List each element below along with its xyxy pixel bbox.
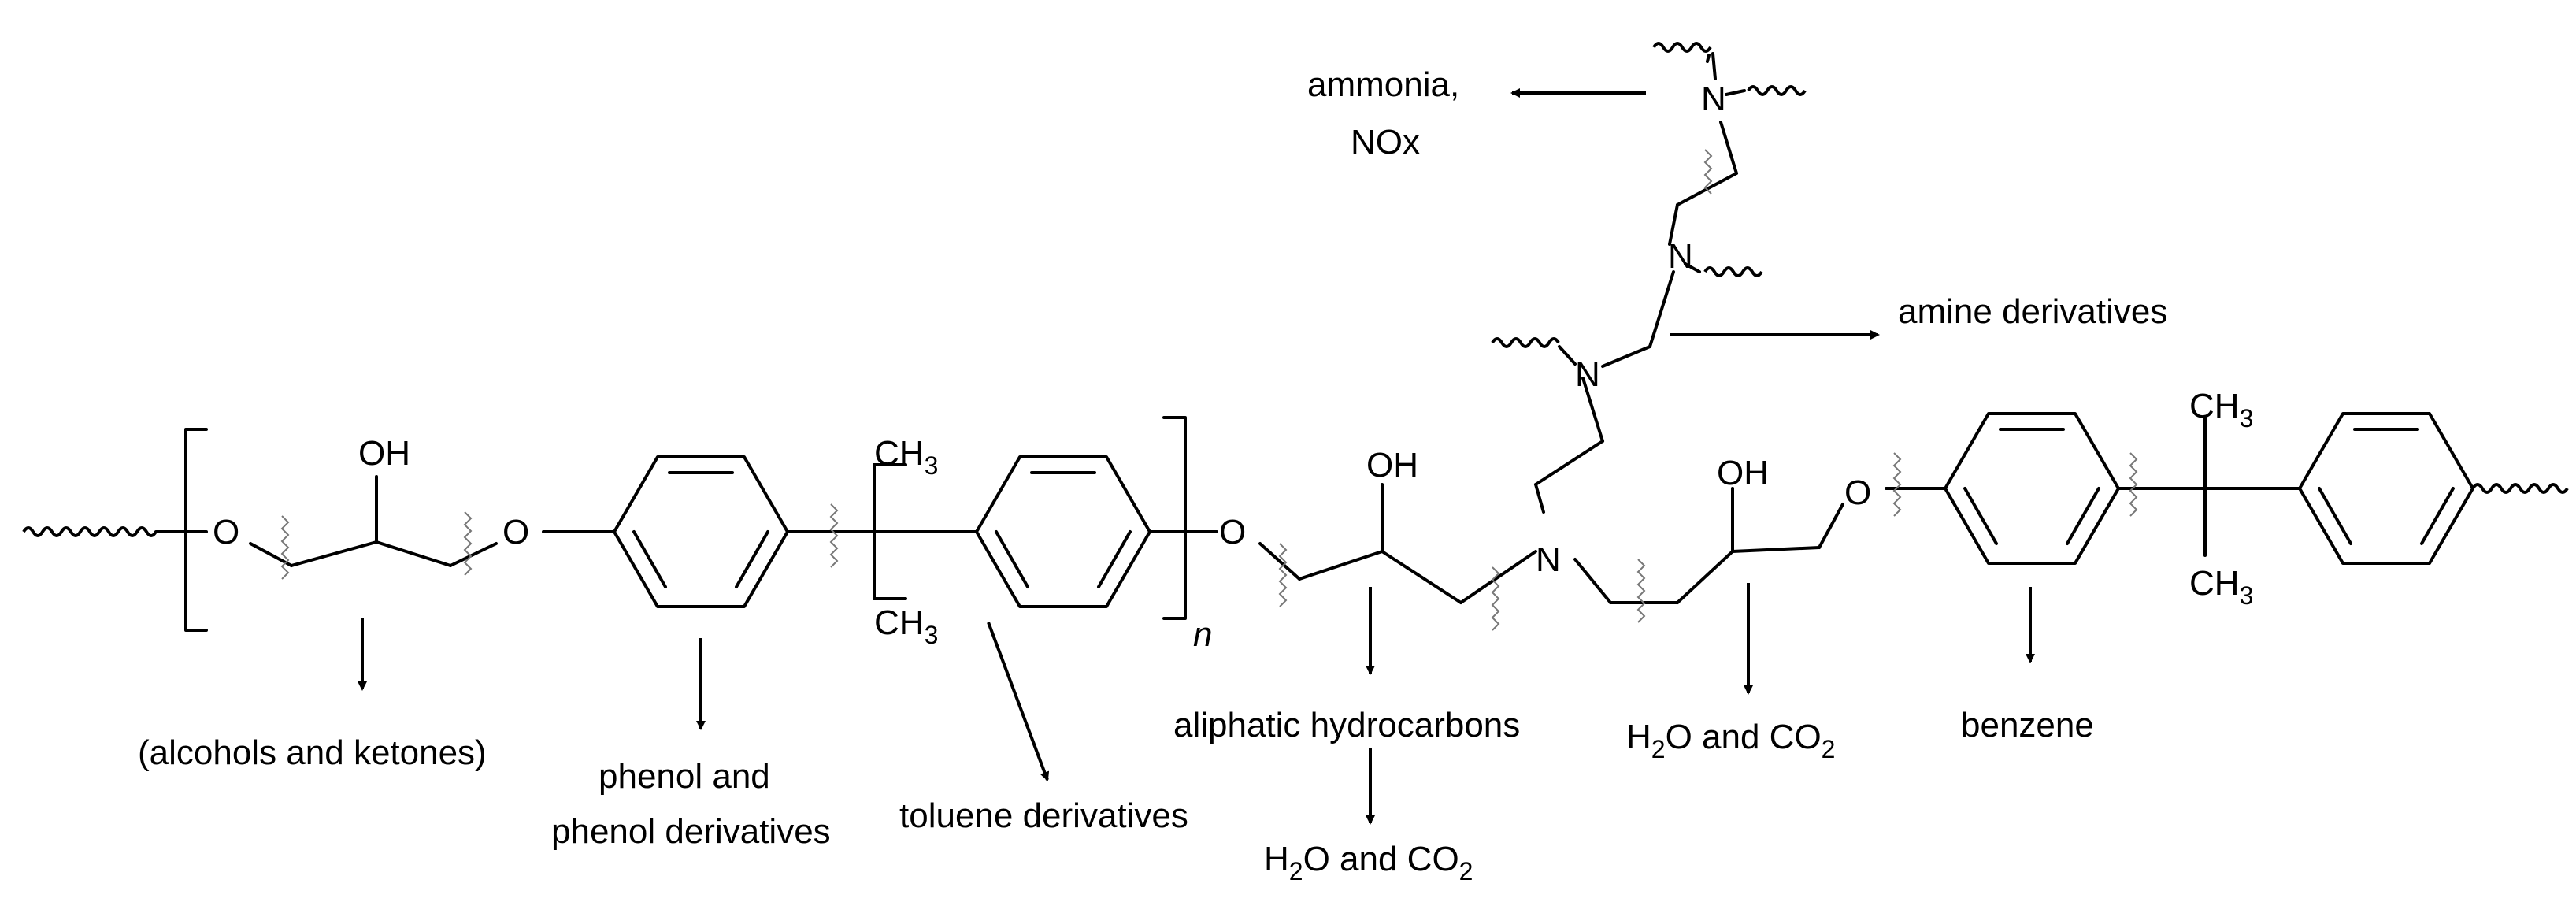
label-alcohols-ketones: (alcohols and ketones) xyxy=(138,733,487,772)
repeat-bracket-right xyxy=(1162,416,1187,620)
repeat-bracket-left xyxy=(184,428,208,632)
hydroxyl-1: OH xyxy=(358,434,410,473)
product-labels: ammonia, NOx amine derivatives (alcohols… xyxy=(138,65,2167,885)
amine-branch-bonds xyxy=(1491,42,1807,514)
cleavage-marks xyxy=(280,149,2138,631)
atom-labels: O OH O CH3 CH3 n O OH N OH O CH3 CH3 N N… xyxy=(213,80,2253,654)
ether-oxygen-4: O xyxy=(1844,473,1871,512)
label-amine-derivatives: amine derivatives xyxy=(1898,292,2167,331)
amine-nitrogen-main: N xyxy=(1536,540,1561,579)
amine-nitrogen-4: N xyxy=(1701,80,1726,118)
repeat-count-n: n xyxy=(1193,615,1212,654)
amine-nitrogen-3: N xyxy=(1668,237,1693,276)
label-h2o-co2-bottom: H2O and CO2 xyxy=(1264,840,1473,885)
methyl-1-bottom: CH3 xyxy=(874,603,938,649)
backbone-bonds xyxy=(22,412,2569,632)
hydroxyl-3: OH xyxy=(1717,454,1769,492)
label-h2o-co2-right: H2O and CO2 xyxy=(1626,718,1835,763)
ether-oxygen-1: O xyxy=(213,513,239,551)
ether-oxygen-2: O xyxy=(502,513,529,551)
hydroxyl-2: OH xyxy=(1366,446,1418,484)
amine-nitrogen-2: N xyxy=(1575,355,1600,394)
label-benzene: benzene xyxy=(1961,706,2094,744)
chain-end-wavy-right xyxy=(2471,483,2569,494)
label-toluene-derivatives: toluene derivatives xyxy=(899,796,1188,835)
methyl-2-top: CH3 xyxy=(2189,387,2253,432)
label-phenol-line2: phenol derivatives xyxy=(551,812,831,851)
label-aliphatic-hydrocarbons: aliphatic hydrocarbons xyxy=(1173,706,1520,744)
label-ammonia: ammonia, xyxy=(1307,65,1459,104)
methyl-2-bottom: CH3 xyxy=(2189,564,2253,610)
product-arrows xyxy=(358,88,2035,825)
methyl-1-top: CH3 xyxy=(874,434,938,480)
arrow-to-toluene xyxy=(987,622,1050,781)
label-nox: NOx xyxy=(1351,123,1420,161)
ether-oxygen-3: O xyxy=(1219,513,1246,551)
label-phenol-line1: phenol and xyxy=(599,757,770,796)
chain-end-wavy-left xyxy=(22,526,158,537)
